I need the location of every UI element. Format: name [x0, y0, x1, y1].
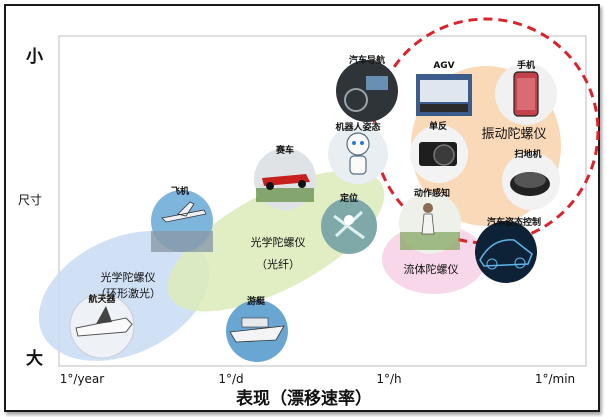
aircraft-icon [151, 190, 213, 252]
phone-label: 手机 [517, 59, 535, 71]
motion-sensing-label: 动作感知 [414, 187, 450, 199]
x-tick-hour: 1°/h [376, 372, 401, 386]
car-nav-label: 汽车导航 [349, 54, 385, 66]
x-tick-day: 1°/d [218, 372, 243, 386]
robot-pose-label: 机器人姿态 [335, 121, 380, 133]
x-tick-year: 1°/year [60, 372, 105, 386]
ring-laser-label-line2: （环形激光） [95, 286, 161, 300]
phone-icon [495, 63, 557, 125]
y-axis-middle-label: 尺寸 [18, 193, 42, 207]
fiber-label-line1: 光学陀螺仪 [251, 235, 306, 249]
yacht-icon [226, 300, 288, 362]
sweeper-icon [502, 152, 560, 210]
x-axis-title: 表现（漂移速率） [236, 388, 372, 409]
racing-car-label: 赛车 [275, 144, 294, 156]
y-axis-top-label: 小 [26, 47, 43, 67]
motion-sensing-icon [399, 192, 461, 254]
x-tick-minute: 1°/min [535, 372, 575, 386]
racing-car-icon [254, 148, 316, 210]
positioning-label: 定位 [339, 192, 358, 204]
positioning-icon [321, 198, 377, 254]
plot-border [58, 35, 587, 367]
spacecraft-label: 航天器 [88, 293, 116, 305]
agv-icon [416, 74, 472, 116]
gyroscope-landscape-diagram: 航天器 飞机 赛车 游艇 机器人姿态 定位 汽车导航 AGV 手机 单反 动作感… [18, 17, 600, 409]
car-pose-control-icon [475, 221, 537, 283]
agv-label: AGV [433, 61, 454, 71]
diagram-frame: 航天器 飞机 赛车 游艇 机器人姿态 定位 汽车导航 AGV 手机 单反 动作感… [4, 4, 600, 412]
aircraft-label: 飞机 [171, 185, 189, 197]
fiber-label-line2: （光纤） [256, 257, 300, 271]
yacht-label: 游艇 [247, 295, 266, 307]
car-nav-icon [336, 60, 398, 122]
sweeper-label: 扫地机 [514, 148, 541, 160]
slr-camera-label: 单反 [429, 120, 447, 132]
vibration-label: 振动陀螺仪 [481, 126, 546, 142]
car-pose-control-label: 汽车姿态控制 [487, 216, 541, 228]
spacecraft-icon [69, 293, 135, 359]
y-axis-bottom-label: 大 [26, 348, 43, 369]
ring-laser-label-line1: 光学陀螺仪 [101, 270, 156, 284]
fluid-label: 流体陀螺仪 [404, 262, 459, 276]
slr-camera-icon [410, 125, 468, 183]
robot-pose-icon [328, 124, 388, 184]
